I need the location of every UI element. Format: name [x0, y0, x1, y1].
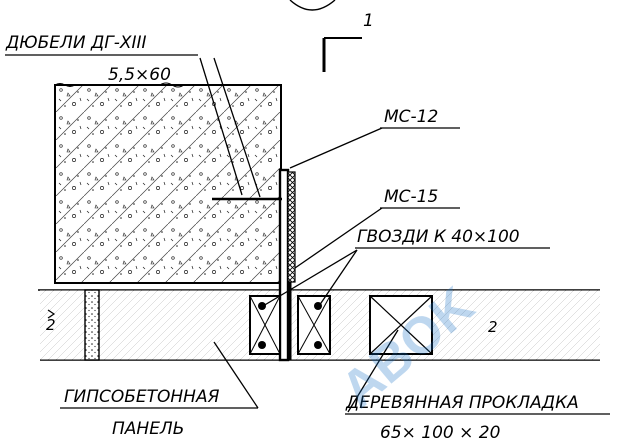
section-mark: 1 [322, 11, 374, 72]
dowels-size-label: 5,5×60 [108, 65, 171, 85]
break-marks: 2 2 [46, 309, 498, 336]
dim-left-label: 2 [46, 316, 56, 334]
concrete-slab [54, 82, 282, 284]
panel-label-line1: ГИПСОБЕТОННАЯ [64, 387, 220, 407]
leader-lines [5, 54, 610, 415]
wood-block-left [249, 295, 281, 355]
section-mark-number: 1 [363, 11, 374, 31]
panel-label-line2: ПАНЕЛЬ [112, 419, 184, 439]
mc15-label: МС-15 [384, 187, 438, 207]
dowels-label: ДЮБЕЛИ ДГ-XIII [5, 33, 147, 53]
steel-profiles [278, 168, 296, 362]
mc12-label: МС-12 [384, 107, 438, 127]
pad-label-line2: 65× 100 × 20 [380, 423, 500, 443]
pad-label-line1: ДЕРЕВЯННАЯ ПРОКЛАДКА [345, 393, 579, 413]
detail-circle-fragment [289, 0, 336, 11]
wooden-pad [369, 295, 433, 355]
nails-label: ГВОЗДИ К 40×100 [357, 227, 520, 247]
wood-block-right [297, 295, 331, 355]
dim-right-label: 2 [488, 318, 498, 336]
gypsum-panel-section [84, 289, 100, 361]
